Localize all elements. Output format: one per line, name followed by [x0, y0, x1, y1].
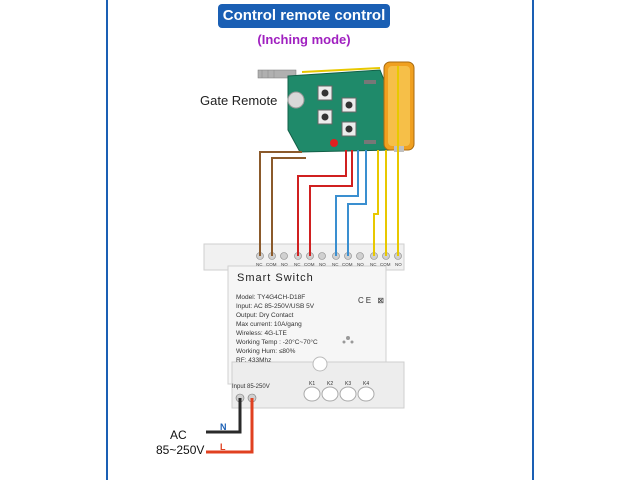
- right-border-line: [532, 0, 534, 480]
- left-border-line: [106, 0, 108, 480]
- diagram-title: Control remote control: [218, 4, 390, 28]
- spec-wireless: Wireless: 4G-LTE: [236, 330, 287, 337]
- terminal-label: COM: [380, 262, 391, 267]
- spec-max-current: Max current: 10A/gang: [236, 321, 302, 328]
- device-name: Smart Switch: [237, 272, 314, 284]
- button-label-k2: K2: [327, 381, 334, 387]
- certification-marks: CE ⊠: [358, 296, 387, 305]
- spec-rf: RF: 433Mhz: [236, 357, 272, 364]
- terminal-label: NC: [294, 262, 301, 267]
- terminal-label: NO: [357, 262, 364, 267]
- terminal-label: NC: [370, 262, 377, 267]
- button-label-k4: K4: [363, 381, 370, 387]
- live-wire-label: L: [220, 442, 226, 452]
- spec-model: Model: TY4G4CH-D18F: [236, 294, 306, 301]
- gate-remote-label: Gate Remote: [200, 93, 278, 108]
- button-label-k3: K3: [345, 381, 352, 387]
- spec-input: Input: AC 85-250V/USB 5V: [236, 303, 315, 310]
- control-wires: [259, 66, 399, 256]
- terminal-label: NC: [332, 262, 339, 267]
- terminal-label: COM: [342, 262, 353, 267]
- ac-label: AC: [170, 428, 187, 442]
- spec-working-temp: Working Temp : -20°C~70°C: [236, 339, 318, 346]
- button-label-k1: K1: [309, 381, 316, 387]
- terminal-label: NC: [256, 262, 263, 267]
- terminal-label: NO: [281, 262, 288, 267]
- terminal-label: COM: [304, 262, 315, 267]
- terminal-label: COM: [266, 262, 277, 267]
- spec-output: Output: Dry Contact: [236, 312, 294, 319]
- power-wires: [206, 398, 254, 454]
- terminal-label: NO: [319, 262, 326, 267]
- k-buttons: [303, 386, 375, 402]
- gate-remote-board: [287, 69, 393, 153]
- neutral-wire-label: N: [220, 422, 227, 432]
- diagram-subtitle: (Inching mode): [257, 32, 351, 47]
- smart-switch-housing: [203, 243, 405, 409]
- remote-antenna: [257, 69, 297, 79]
- input-terminal-label: Input 85-250V: [232, 384, 270, 390]
- spec-working-hum: Working Hum: ≤80%: [236, 348, 296, 355]
- terminal-label: NO: [395, 262, 402, 267]
- voltage-label: 85~250V: [156, 443, 205, 457]
